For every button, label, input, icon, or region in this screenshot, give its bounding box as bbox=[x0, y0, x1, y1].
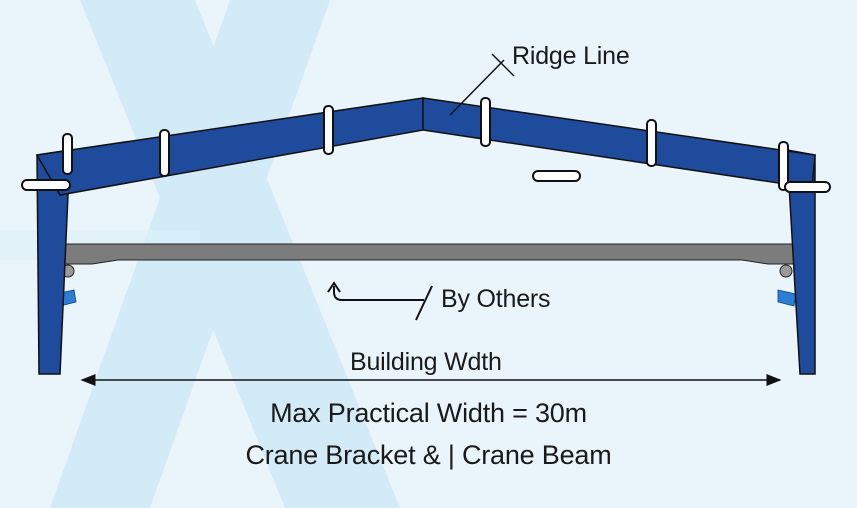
purlin-clip bbox=[480, 97, 491, 147]
purlin-clip bbox=[323, 105, 334, 155]
by-others-label: By Others bbox=[441, 285, 551, 313]
eave-strut-right bbox=[784, 181, 831, 193]
ridge-vent bbox=[532, 170, 581, 182]
crane-bracket-beam-label: Crane Bracket & | Crane Beam bbox=[245, 440, 612, 470]
ridge-line-leader bbox=[449, 53, 515, 116]
ridge-line-label: Ridge Line bbox=[512, 42, 630, 70]
crane-bracket-right bbox=[777, 264, 797, 307]
purlin-clip bbox=[159, 129, 170, 177]
purlin-clips bbox=[21, 97, 831, 193]
purlin-clip bbox=[646, 119, 657, 167]
purlin-clip bbox=[778, 141, 789, 191]
purlin-clip bbox=[62, 133, 73, 175]
building-width-label: Building Wdth bbox=[350, 348, 502, 376]
max-practical-width-label: Max Practical Width = 30m bbox=[270, 398, 587, 428]
by-others-leader bbox=[327, 281, 433, 321]
eave-strut-left bbox=[21, 179, 71, 191]
